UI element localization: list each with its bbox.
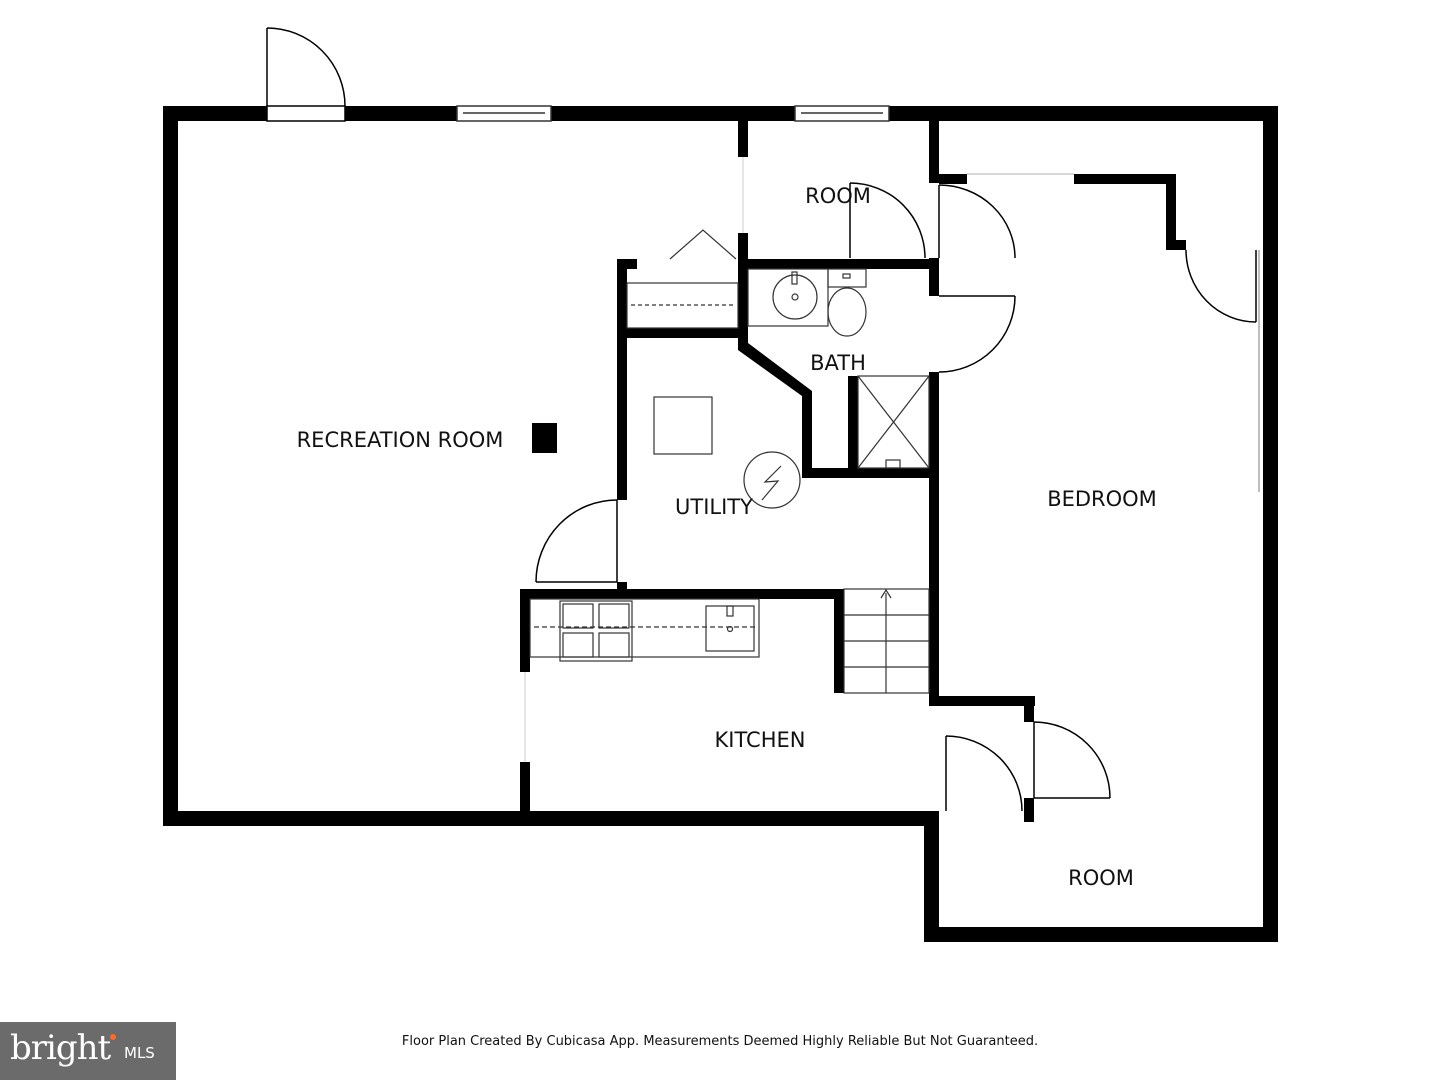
- fixtures: [529, 229, 930, 694]
- room-label-kitchen: KITCHEN: [715, 728, 806, 752]
- logo-wordmark: bright: [10, 1028, 111, 1068]
- room-label-utility: UTILITY: [675, 495, 753, 519]
- logo-accent-dot: [110, 1034, 116, 1040]
- exterior-walls: [163, 106, 1278, 942]
- room-label-room-bottom: ROOM: [1068, 866, 1134, 890]
- windows: [456, 105, 890, 122]
- doors: [266, 27, 1260, 812]
- floor-plan-caption: Floor Plan Created By Cubicasa App. Meas…: [401, 1034, 1039, 1049]
- interior-walls: [520, 121, 1186, 822]
- bright-mls-logo: bright MLS: [0, 1022, 176, 1080]
- room-label-room-top: ROOM: [805, 184, 871, 208]
- room-label-bath: BATH: [810, 351, 866, 375]
- logo-mls-text: MLS: [124, 1044, 155, 1062]
- room-label-bedroom: BEDROOM: [1047, 487, 1157, 511]
- room-label-recreation: RECREATION ROOM: [297, 428, 504, 452]
